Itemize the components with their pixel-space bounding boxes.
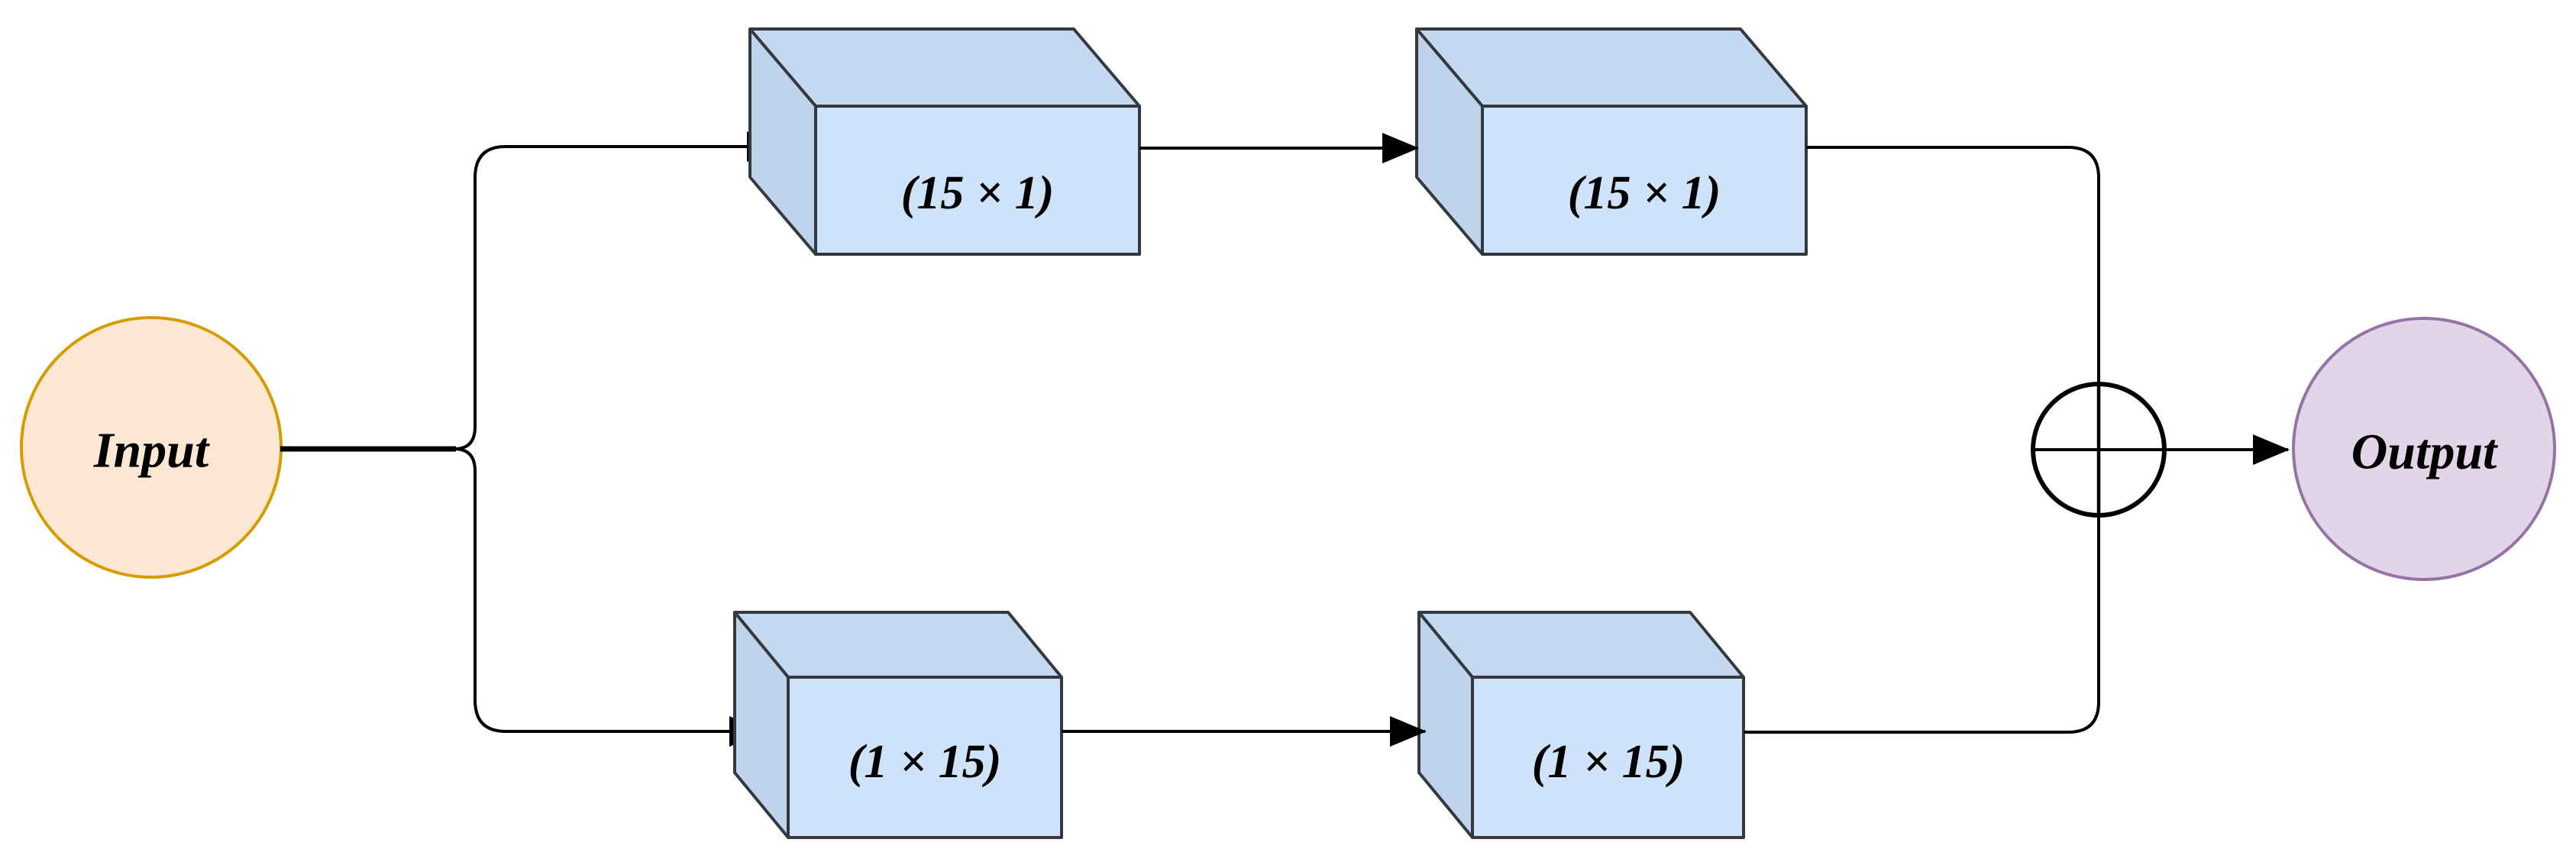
edge-split-to-bottom-branch — [454, 447, 766, 747]
cube-front-face — [1481, 105, 1808, 256]
conv-box-bottom-2-label: (1 × 15) — [1532, 736, 1686, 788]
output-node: Output — [2292, 317, 2556, 581]
conv-box-bottom-1: (1 × 15) — [733, 611, 1063, 839]
edge-split-to-top-branch — [454, 131, 784, 450]
edge-bottom-2-to-merge — [1744, 515, 2100, 734]
cube-top-face — [748, 27, 1141, 108]
output-label: Output — [2351, 424, 2498, 480]
cube-front-face — [1471, 676, 1745, 839]
conv-box-bottom-2: (1 × 15) — [1417, 611, 1745, 839]
edge-top-2-to-merge — [1806, 146, 2100, 385]
output-circle — [2292, 317, 2556, 581]
cube-top-face — [733, 611, 1063, 679]
conv-box-top-2: (15 × 1) — [1415, 27, 1808, 256]
conv-box-top-1-label: (15 × 1) — [901, 167, 1055, 219]
cube-front-face — [787, 676, 1063, 839]
input-label: Input — [93, 423, 210, 479]
conv-box-bottom-1-label: (1 × 15) — [848, 736, 1002, 788]
conv-box-top-1: (15 × 1) — [748, 27, 1141, 256]
cube-top-face — [1415, 27, 1808, 108]
conv-box-top-2-label: (15 × 1) — [1568, 167, 1721, 219]
cube-top-face — [1417, 611, 1745, 679]
cube-front-face — [814, 105, 1141, 256]
input-node: Input — [20, 316, 283, 579]
